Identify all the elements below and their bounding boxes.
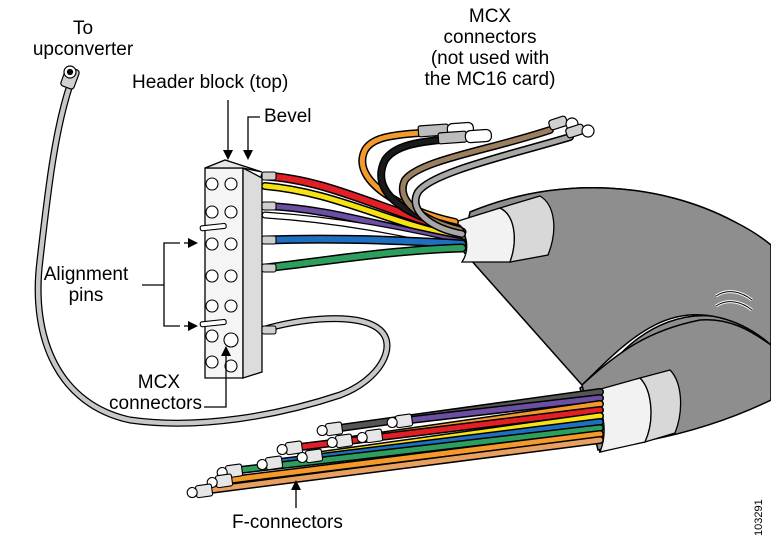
label-line: upconverter (32, 39, 134, 60)
upper-wire-bundle (34, 81, 574, 427)
callout-lines (142, 100, 297, 508)
label-bevel: Bevel (264, 106, 312, 127)
label-line: connectors (443, 27, 537, 48)
label-f-connectors: F-connectors (232, 512, 343, 533)
label-alignment-pins: Alignment pins (30, 264, 142, 306)
label-line: To (72, 18, 94, 39)
label-line: MCX (137, 372, 180, 393)
callout-arrowheads (188, 150, 301, 490)
label-mcx-unused: MCX connectors (not used with the MC16 c… (410, 6, 570, 90)
label-header-block: Header block (top) (132, 72, 289, 93)
label-line: MCX (468, 6, 512, 27)
label-to-upconverter: To upconverter (28, 18, 138, 60)
lower-wire-bundle (206, 388, 604, 494)
label-line: (not used with (430, 48, 550, 69)
header-block-pins (199, 177, 239, 373)
label-line: the MC16 card) (424, 69, 556, 90)
label-mcx-connectors: MCX connectors (78, 372, 202, 414)
label-line: connectors (109, 393, 202, 414)
figure-number: 103291 (753, 499, 765, 536)
label-line: pins (68, 285, 104, 306)
upconverter-connector (60, 65, 80, 90)
main-cable-jacket (453, 187, 771, 453)
f-connectors (186, 413, 414, 499)
header-block-stubs (261, 171, 277, 335)
unused-mcx-connectors (417, 115, 595, 145)
label-line: Alignment (43, 264, 129, 285)
